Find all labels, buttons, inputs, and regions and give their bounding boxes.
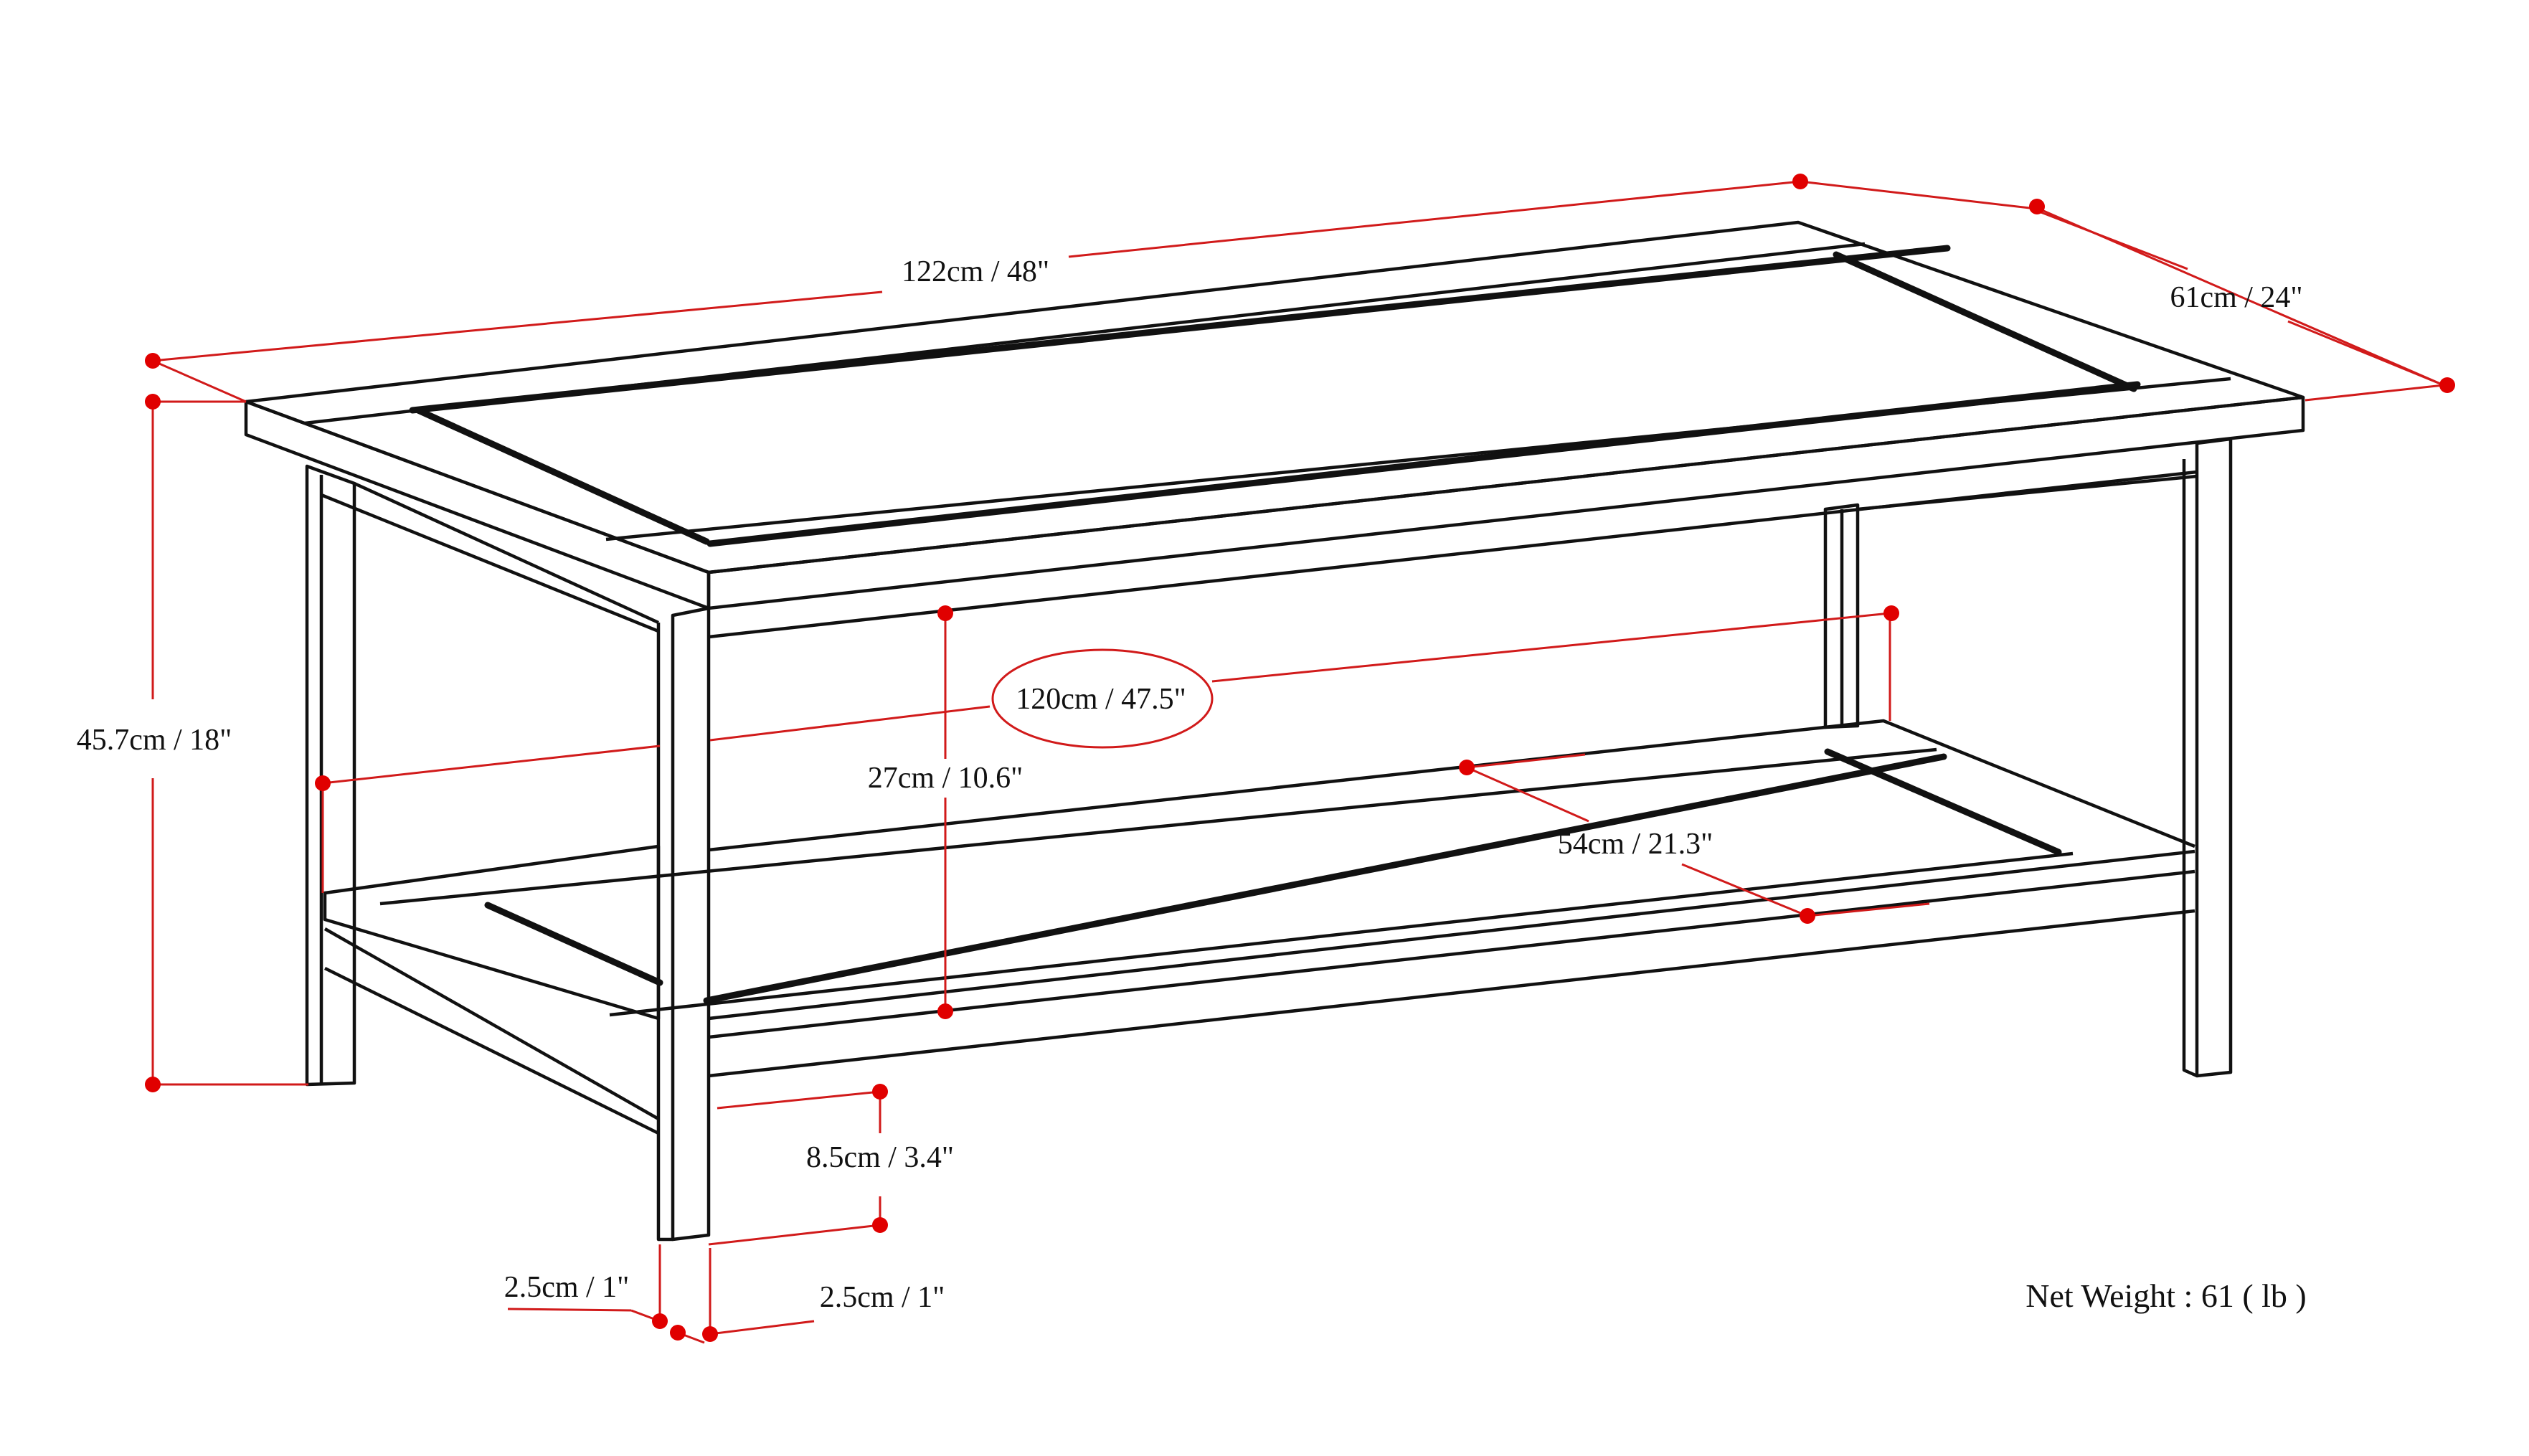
dimension-labels: 122cm / 48" 61cm / 24" 45.7cm / 18" 120c… bbox=[77, 255, 2307, 1314]
leg-center-point bbox=[670, 1325, 686, 1341]
dimension-lines bbox=[151, 180, 2444, 1344]
shelf-depth-back-point bbox=[1459, 760, 1475, 775]
shelf-clearance-label: 27cm / 10.6" bbox=[868, 762, 1024, 795]
shelf-length-label: 120cm / 47.5" bbox=[1016, 683, 1186, 716]
leg-width-left-label: 2.5cm / 1" bbox=[504, 1271, 630, 1304]
coffee-table-drawing bbox=[244, 220, 2305, 1242]
height-bottom-point bbox=[145, 1077, 161, 1092]
length-right-point bbox=[1792, 174, 1808, 189]
height-top-point bbox=[145, 394, 161, 410]
lower-shelf bbox=[323, 719, 2195, 1135]
leg-left-outer-point bbox=[652, 1313, 668, 1329]
depth-top-point bbox=[2029, 199, 2045, 214]
dimension-points bbox=[145, 174, 2455, 1342]
shelf-depth-front-point bbox=[1800, 908, 1815, 924]
shelf-length-left-point bbox=[315, 775, 331, 791]
overall-depth-label: 61cm / 24" bbox=[2170, 281, 2302, 314]
leg-width-right-label: 2.5cm / 1" bbox=[820, 1281, 945, 1314]
clearance-bottom-point bbox=[937, 1003, 953, 1019]
table-legs bbox=[305, 437, 2233, 1242]
floor-clearance-bottom-point bbox=[872, 1217, 888, 1233]
floor-clearance-label: 8.5cm / 3.4" bbox=[806, 1141, 954, 1174]
leg-right-outer-point bbox=[702, 1326, 718, 1342]
floor-clearance-top-point bbox=[872, 1084, 888, 1100]
top-apron bbox=[321, 470, 2198, 639]
overall-length-label: 122cm / 48" bbox=[902, 255, 1049, 288]
net-weight-label: Net Weight : 61 ( lb ) bbox=[2025, 1277, 2307, 1314]
depth-bottom-point bbox=[2439, 377, 2455, 393]
length-left-point bbox=[145, 353, 161, 369]
table-top bbox=[244, 220, 2305, 610]
shelf-depth-label: 54cm / 21.3" bbox=[1558, 828, 1713, 861]
shelf-length-right-point bbox=[1883, 605, 1899, 621]
clearance-top-point bbox=[937, 605, 953, 621]
overall-height-label: 45.7cm / 18" bbox=[77, 724, 232, 757]
